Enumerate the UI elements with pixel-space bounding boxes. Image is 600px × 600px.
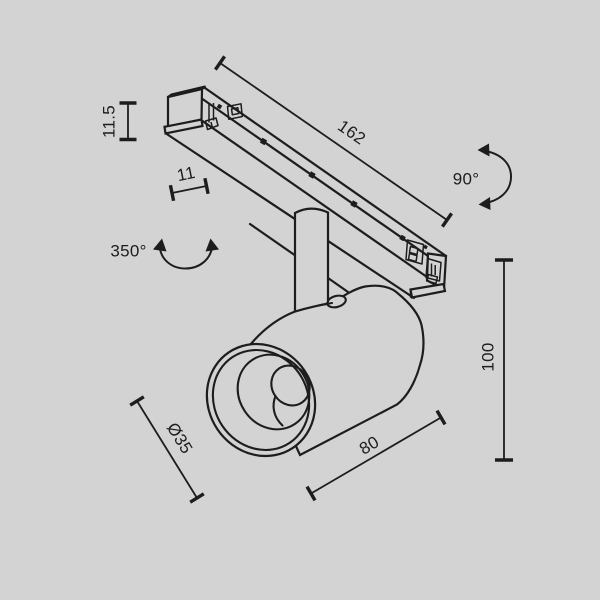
rail-end-flange: [409, 282, 447, 299]
swivel-arrowhead-left: [153, 238, 167, 252]
latch-outline: [425, 257, 442, 282]
track-rail: [164, 86, 448, 300]
dim-overall-height: 100: [479, 258, 513, 462]
dim-tick: [441, 212, 453, 228]
cone-mouth: [236, 353, 311, 431]
rail-front-bottom-edge: [201, 119, 429, 279]
saddle-lip: [293, 301, 334, 313]
socket-hole: [408, 245, 419, 256]
dim-line: [219, 62, 448, 221]
dim-line: [136, 400, 198, 499]
tilt-arrowhead-top: [477, 143, 490, 157]
lamp-face: [205, 342, 317, 458]
tilt-arc: [481, 149, 513, 205]
rail-top-back-edge: [203, 86, 448, 258]
dim-cap-height: 11.5: [100, 101, 137, 142]
socket-hole: [230, 106, 240, 116]
dim-tick: [189, 492, 205, 504]
rail-end-cap: [163, 85, 207, 135]
dim-tick: [203, 177, 210, 195]
latch-foot: [426, 273, 439, 285]
dim-line: [171, 185, 208, 194]
dim-tick: [435, 409, 447, 426]
flange-lip: [409, 289, 413, 299]
tilt-rotation-indicator: 90°: [453, 143, 513, 210]
dim-rail-width: 11: [168, 163, 210, 202]
swivel-arrowhead-right: [205, 238, 219, 252]
dim-tick: [168, 184, 176, 202]
rail-bottom-back-edge-left: [248, 222, 298, 258]
rail-top-front-edge: [201, 97, 430, 258]
socket-outline: [405, 239, 425, 265]
swivel-angle-label: 350°: [110, 242, 146, 261]
socket-hole: [407, 252, 418, 263]
socket-outline: [226, 103, 244, 121]
rail-bottom-back-edge-right: [326, 276, 350, 294]
dim-label-cap-height: 11.5: [100, 105, 119, 138]
dim-label-rail-length: 162: [334, 116, 369, 148]
rail-studs: [216, 103, 428, 250]
dim-tick: [305, 485, 317, 502]
rail-connector-right: [405, 239, 442, 285]
tilt-angle-label: 90°: [453, 170, 480, 189]
latch-hook: [210, 121, 214, 129]
stem-fill: [295, 208, 328, 312]
rail-bottom-mid-edge: [164, 132, 416, 300]
latch-foot: [204, 117, 219, 131]
dim-tick: [214, 55, 226, 71]
dim-label-overall-height: 100: [479, 342, 498, 371]
swivel-arc: [158, 243, 214, 270]
swivel-rotation-indicator: 350°: [110, 238, 219, 270]
cone-wall-edge: [272, 394, 284, 427]
dim-body-diameter: Ø35: [129, 395, 205, 504]
dim-label-rail-width: 11: [175, 163, 197, 185]
mounting-stem: [293, 207, 334, 313]
stem-outline: [293, 207, 330, 313]
tilt-arrowhead-bottom: [478, 197, 491, 210]
rail-connector-left: [204, 103, 244, 131]
face-inner-ring: [211, 348, 311, 452]
cap-base-plate: [163, 118, 204, 135]
dim-tick: [129, 395, 145, 407]
dim-line: [310, 416, 442, 495]
dim-rail-length: 162: [214, 55, 453, 228]
